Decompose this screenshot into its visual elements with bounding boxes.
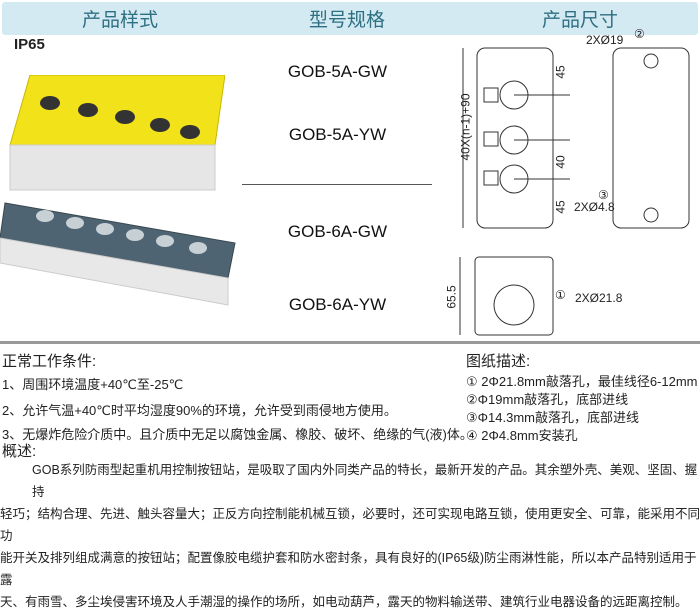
dim-40: 40	[553, 155, 568, 169]
section-separator	[0, 341, 700, 344]
product-image-gray	[0, 202, 236, 306]
drawing-desc-item: ②Φ19mm敲落孔，底部进线	[466, 392, 629, 407]
condition-item: 2、允许气温+40℃时平均湿度90%的环境，允许受到雨侵地方使用。	[2, 403, 397, 418]
model-gob-5a-gw: GOB-5A-GW	[287, 62, 388, 81]
marker-3: ③	[598, 188, 609, 202]
overview-title: 概述:	[2, 443, 37, 460]
dimension-drawing	[459, 47, 690, 336]
marker-2: ②	[634, 27, 645, 41]
overview-paragraph: GOB系列防雨型起重机用控制按钮站，是吸取了国内外同类产品的特长，最新开发的产品…	[0, 459, 700, 613]
dim-45-top: 45	[553, 65, 568, 79]
ip-rating: IP65	[14, 36, 45, 53]
product-image-yellow	[9, 75, 225, 191]
dim-2x-d19: 2XØ19	[586, 33, 624, 47]
model-gob-5a-yw: GOB-5A-YW	[288, 125, 387, 144]
header-product-size: 产品尺寸	[542, 9, 619, 31]
header-bar: 产品样式 型号规格 产品尺寸	[2, 2, 698, 35]
model-gob-6a-gw: GOB-6A-GW	[287, 222, 388, 241]
overview-line: 能开关及排列组成满意的按钮站；配置像胶电缆护套和防水密封条，具有良好的(IP65…	[0, 551, 697, 587]
dim-2x-d4-8: 2XØ4.8	[574, 200, 615, 214]
conditions-title: 正常工作条件:	[2, 353, 97, 370]
dim-65-5: 65.5	[444, 285, 459, 309]
model-gob-6a-yw: GOB-6A-YW	[288, 295, 387, 314]
marker-1: ①	[555, 288, 566, 302]
condition-item: 1、周围环境温度+40℃至-25℃	[2, 377, 184, 392]
condition-item: 3、无爆炸危险介质中。且介质中无足以腐蚀金属、橡胶、破坏、绝缘的气(液)体。	[2, 427, 473, 442]
overview-line: 天、有雨雪、多尘埃侵害环境及人手潮湿的操作的场所，如电动葫芦，露天的物料输送带、…	[0, 595, 688, 609]
dim-45-bottom: 45	[553, 200, 568, 214]
drawing-desc-item: ③Φ14.3mm敲落孔，底部进线	[466, 410, 639, 425]
drawing-desc-item: ① 2Φ21.8mm敲落孔，最佳线径6-12mm	[466, 374, 698, 389]
header-model-spec: 型号规格	[309, 9, 386, 31]
drawing-desc-title: 图纸描述:	[466, 353, 531, 370]
divider	[242, 184, 432, 185]
overview-line: GOB系列防雨型起重机用控制按钮站，是吸取了国内外同类产品的特长，最新开发的产品…	[32, 463, 698, 499]
drawing-desc-item: ④ 2Φ4.8mm安装孔	[466, 428, 578, 443]
dim-2x-d21-8: 2XØ21.8	[575, 291, 623, 305]
header-product-style: 产品样式	[82, 9, 159, 31]
overview-line: 轻巧；结构合理、先进、触头容量大；正反方向控制能机械互锁，必要时，还可实现电路互…	[0, 507, 700, 543]
dim-height: 40X(n-1)+90	[458, 93, 473, 161]
